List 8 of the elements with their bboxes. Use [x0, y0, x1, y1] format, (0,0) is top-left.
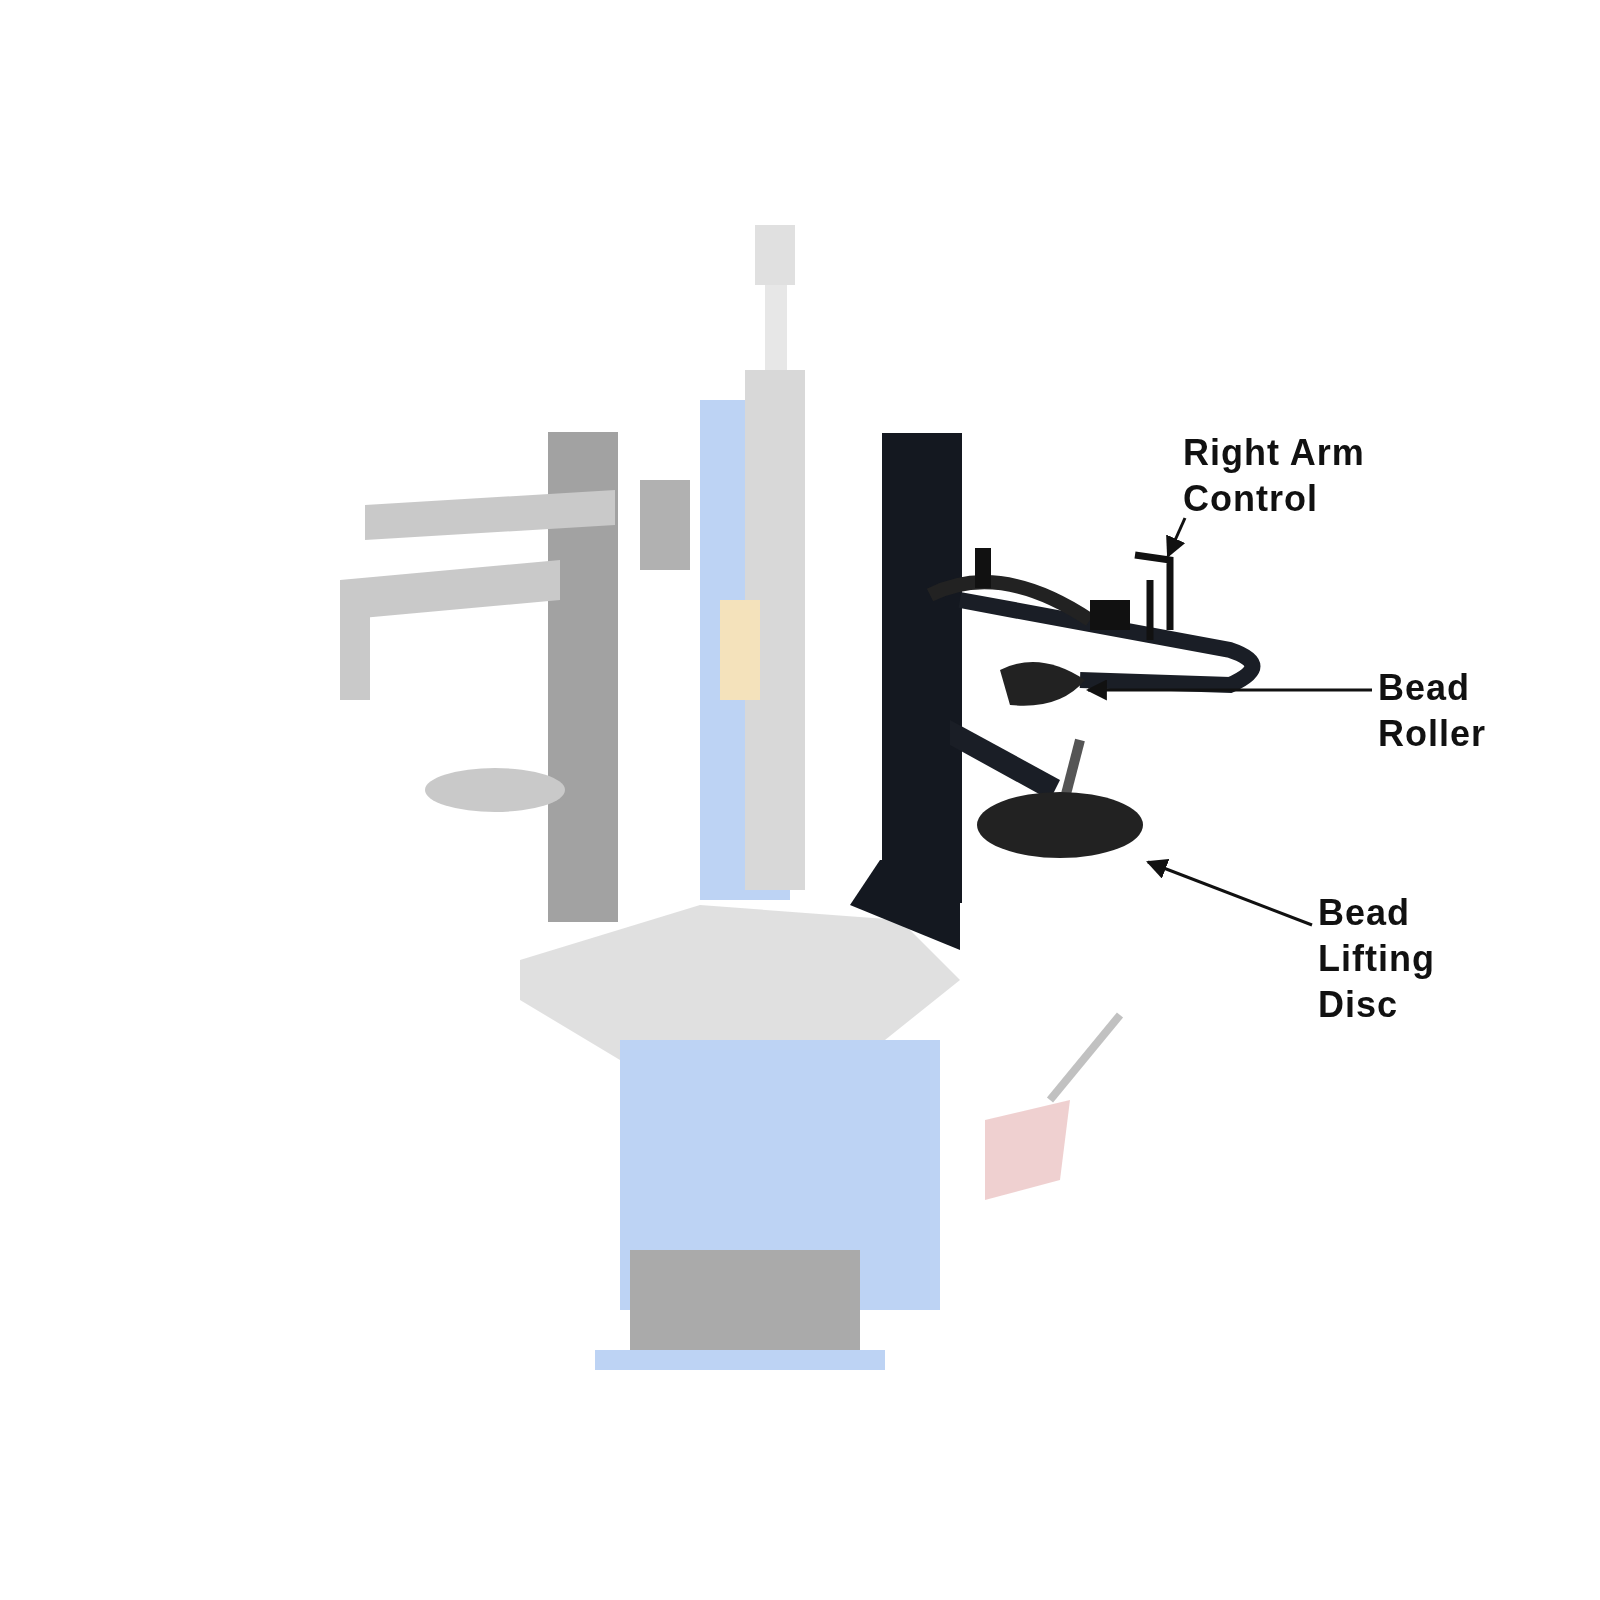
callout-label: Bead Lifting Disc	[1318, 890, 1498, 1028]
leader-line	[1085, 679, 1372, 701]
callout-label: Bead Roller	[1378, 665, 1538, 757]
bead-lifting-disc	[977, 792, 1143, 858]
leader-line	[1166, 517, 1187, 558]
callout-label: Right Arm Control	[1183, 430, 1443, 522]
bead-roller	[1000, 662, 1085, 706]
leader-line	[1146, 859, 1313, 927]
